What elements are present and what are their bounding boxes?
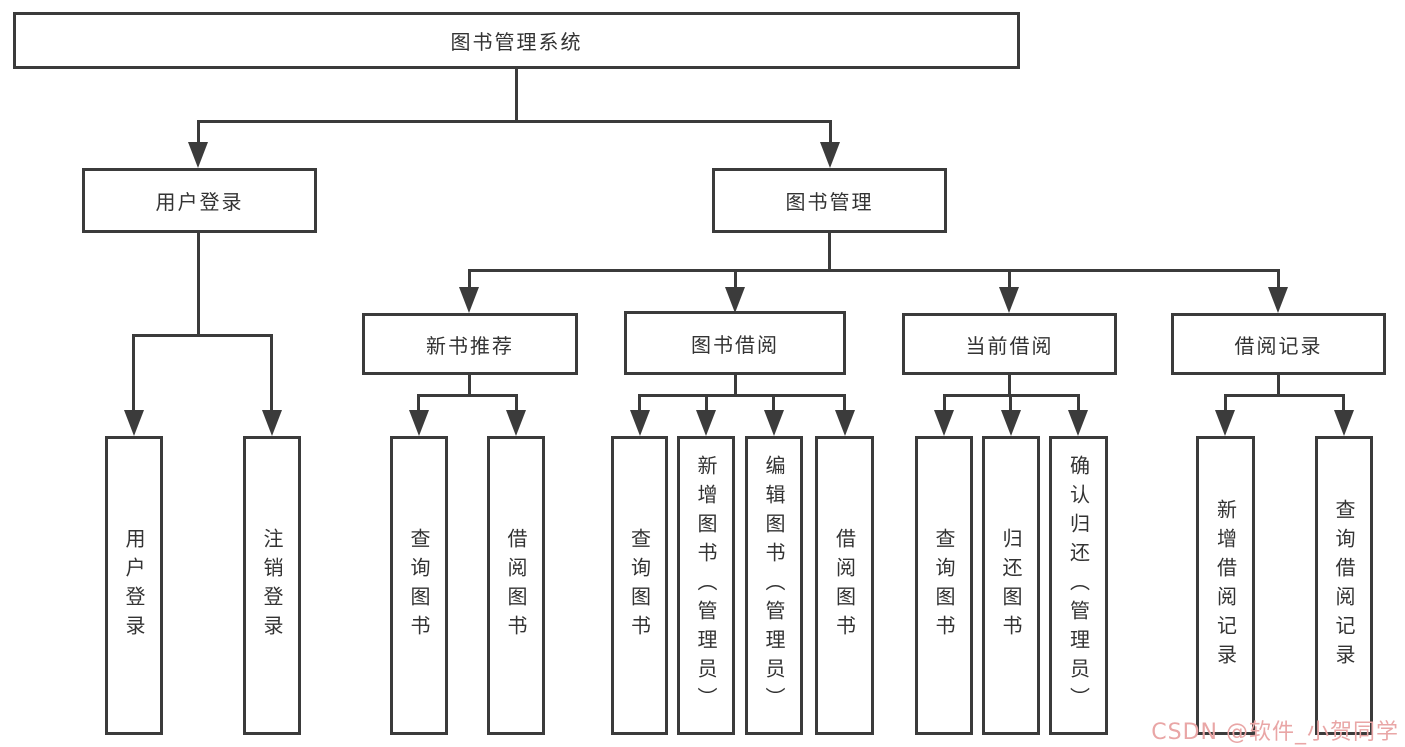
edge-to-leaf-recommend-borrow: [515, 394, 518, 412]
arrowhead-current-confirm-icon: [1068, 410, 1088, 436]
arrowhead-current-borrowing-icon: [999, 287, 1019, 313]
arrowhead-leaf-user-login-icon: [124, 410, 144, 436]
edge-to-new-book-recommend: [468, 269, 471, 289]
leaf-borrow-borrow-books: 借阅图书: [815, 436, 874, 735]
arrowhead-borrow-query-icon: [630, 410, 650, 436]
edge-root-to-book-management: [829, 120, 832, 144]
leaf-recommend-query-books: 查询图书: [390, 436, 448, 735]
edge-new-book-recommend-stem: [468, 375, 471, 397]
arrowhead-user-login-icon: [188, 142, 208, 168]
node-root-system: 图书管理系统: [13, 12, 1020, 69]
edge-user-login-stem: [197, 233, 200, 337]
arrowhead-recommend-borrow-icon: [506, 410, 526, 436]
edge-root-to-user-login: [197, 120, 200, 144]
leaf-borrow-query-books-label: 查询图书: [627, 527, 652, 644]
leaf-current-return-books: 归还图书: [982, 436, 1040, 735]
edge-book-borrowing-stem: [734, 375, 737, 397]
edge-root-bar: [197, 120, 832, 123]
arrowhead-current-query-icon: [934, 410, 954, 436]
leaf-records-query-record-label: 查询借阅记录: [1332, 498, 1356, 673]
edge-borrowing-records-stem: [1277, 375, 1280, 397]
edge-to-leaf-current-query: [943, 394, 946, 412]
leaf-borrow-query-books: 查询图书: [611, 436, 668, 735]
arrowhead-records-query-icon: [1334, 410, 1354, 436]
edge-to-current-borrowing: [1008, 269, 1011, 289]
edge-root-stem: [515, 69, 518, 120]
edge-to-book-borrowing: [734, 269, 737, 289]
leaf-user-login: 用户登录: [105, 436, 163, 735]
arrowhead-book-borrowing-icon: [725, 287, 745, 313]
leaf-borrow-borrow-books-label: 借阅图书: [832, 527, 857, 644]
node-current-borrowing: 当前借阅: [902, 313, 1117, 375]
leaf-borrow-add-books-admin-label: 新增图书（管理员）: [694, 455, 718, 716]
edge-to-leaf-borrow-borrow: [843, 394, 846, 412]
leaf-recommend-borrow-books: 借阅图书: [487, 436, 545, 735]
leaf-user-login-label: 用户登录: [122, 527, 146, 644]
edge-to-leaf-user-login: [132, 334, 135, 412]
arrowhead-borrow-edit-icon: [764, 410, 784, 436]
edge-to-leaf-recommend-query: [417, 394, 420, 412]
leaf-current-query-books: 查询图书: [915, 436, 973, 735]
leaf-borrow-edit-books-admin: 编辑图书（管理员）: [745, 436, 803, 735]
arrowhead-leaf-logout-icon: [262, 410, 282, 436]
leaf-current-query-books-label: 查询图书: [932, 527, 956, 644]
leaf-logout: 注销登录: [243, 436, 301, 735]
arrowhead-borrow-borrow-icon: [835, 410, 855, 436]
edge-borrowing-records-bar: [1224, 394, 1345, 397]
node-book-management: 图书管理: [712, 168, 947, 233]
edge-to-leaf-records-query: [1342, 394, 1345, 412]
edge-to-leaf-logout: [270, 334, 273, 412]
arrowhead-new-book-recommend-icon: [459, 287, 479, 313]
edge-book-management-bar: [468, 269, 1280, 272]
node-new-book-recommend-label: 新书推荐: [426, 333, 514, 358]
edge-current-borrowing-stem: [1008, 375, 1011, 397]
node-borrowing-records: 借阅记录: [1171, 313, 1386, 375]
node-book-borrowing-label: 图书借阅: [691, 332, 779, 357]
leaf-records-add-record: 新增借阅记录: [1196, 436, 1255, 735]
edge-book-management-stem: [828, 233, 831, 272]
node-user-login-branch-label: 用户登录: [155, 190, 244, 214]
leaf-current-confirm-return-admin: 确认归还（管理员）: [1049, 436, 1108, 735]
arrowhead-borrow-add-icon: [696, 410, 716, 436]
edge-to-leaf-current-confirm: [1077, 394, 1080, 412]
leaf-borrow-add-books-admin: 新增图书（管理员）: [677, 436, 735, 735]
csdn-watermark: CSDN @软件_小贺同学: [1151, 720, 1399, 745]
leaf-current-return-books-label: 归还图书: [999, 527, 1023, 644]
leaf-records-query-record: 查询借阅记录: [1315, 436, 1373, 735]
edge-to-leaf-current-return: [1009, 394, 1012, 412]
arrowhead-recommend-query-icon: [409, 410, 429, 436]
edge-user-login-bar: [132, 334, 273, 337]
leaf-borrow-edit-books-admin-label: 编辑图书（管理员）: [762, 455, 786, 716]
arrowhead-current-return-icon: [1001, 410, 1021, 436]
leaf-recommend-borrow-books-label: 借阅图书: [504, 527, 528, 644]
edge-new-book-recommend-bar: [417, 394, 518, 397]
edge-book-borrowing-bar: [638, 394, 846, 397]
node-user-login-branch: 用户登录: [82, 168, 317, 233]
leaf-records-add-record-label: 新增借阅记录: [1213, 498, 1238, 673]
arrowhead-book-management-icon: [820, 142, 840, 168]
edge-to-leaf-borrow-add: [705, 394, 708, 412]
node-book-borrowing: 图书借阅: [624, 311, 846, 375]
arrowhead-records-add-icon: [1215, 410, 1235, 436]
edge-to-leaf-records-add: [1224, 394, 1227, 412]
node-borrowing-records-label: 借阅记录: [1234, 333, 1323, 358]
leaf-current-confirm-return-admin-label: 确认归还（管理员）: [1066, 455, 1091, 716]
edge-to-leaf-borrow-edit: [772, 394, 775, 412]
edge-to-leaf-borrow-query: [638, 394, 641, 412]
node-root-label: 图书管理系统: [450, 30, 583, 54]
leaf-logout-label: 注销登录: [260, 527, 284, 644]
node-new-book-recommend: 新书推荐: [362, 313, 578, 375]
edge-to-borrowing-records: [1277, 269, 1280, 289]
node-book-management-label: 图书管理: [785, 190, 874, 214]
leaf-recommend-query-books-label: 查询图书: [407, 527, 431, 644]
arrowhead-borrowing-records-icon: [1268, 287, 1288, 313]
node-current-borrowing-label: 当前借阅: [965, 333, 1054, 358]
